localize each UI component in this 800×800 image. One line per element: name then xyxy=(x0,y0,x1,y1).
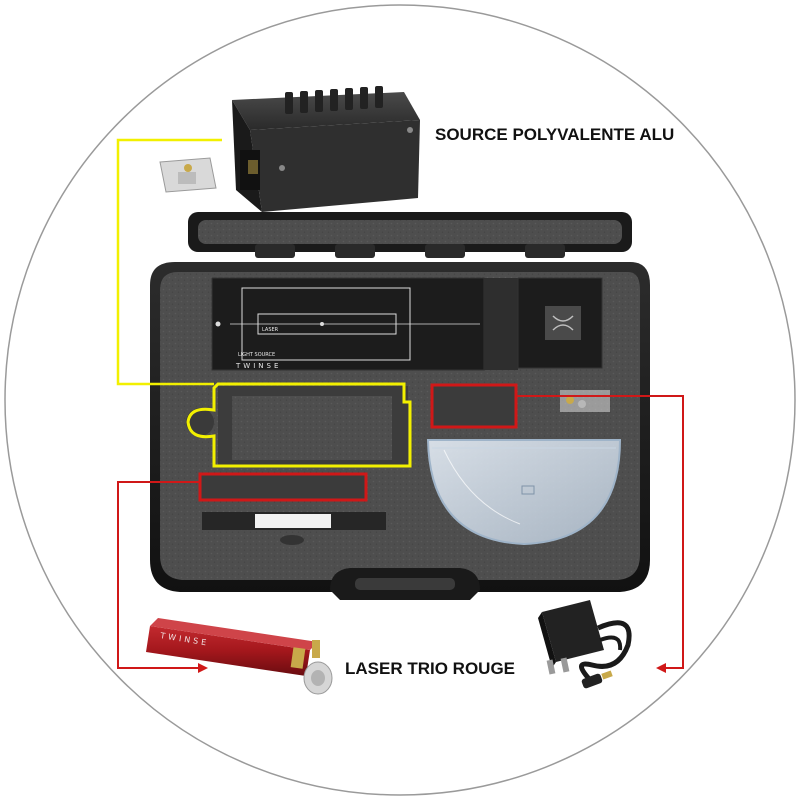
panel-brand: TWINSE xyxy=(235,362,281,370)
ruler-slot xyxy=(202,512,386,545)
optical-board: LASER LIGHT SOURCE TWINSE xyxy=(211,277,603,371)
laser-connector-line xyxy=(117,481,200,669)
source-connector-line xyxy=(116,138,222,386)
laser-module-icon: TWINSE xyxy=(146,618,333,695)
small-cavity-highlight xyxy=(430,383,518,429)
laser-connector-arrow xyxy=(198,663,208,673)
case-lid xyxy=(188,212,632,258)
laser-cavity-highlight xyxy=(198,472,368,502)
panel-laser-tag: LASER xyxy=(262,327,279,333)
screw-pack xyxy=(560,390,610,412)
power-adapter-icon xyxy=(538,600,632,689)
source-slot xyxy=(186,382,412,468)
half-disc-lens-icon xyxy=(426,439,622,546)
panel-light-source-tag: LIGHT SOURCE xyxy=(238,352,275,358)
slide-holder xyxy=(159,157,217,193)
laser-label: LASER TRIO ROUGE xyxy=(345,659,515,678)
source-label: SOURCE POLYVALENTE ALU xyxy=(435,125,674,144)
adapter-connector-arrow xyxy=(656,663,666,673)
source-callout-highlight xyxy=(186,382,412,468)
adapter-connector-line xyxy=(516,395,684,669)
light-source-box-icon xyxy=(232,86,420,212)
